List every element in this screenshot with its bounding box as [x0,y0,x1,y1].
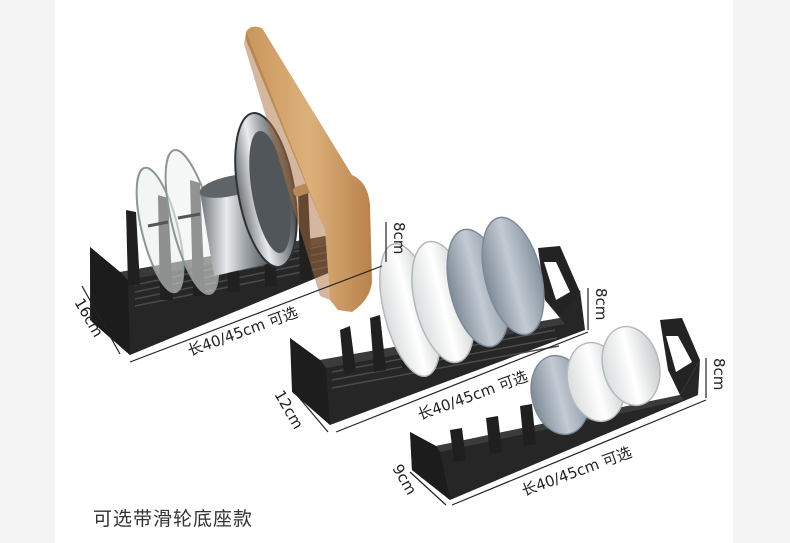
glass-lids [135,149,220,295]
dimension-lines [81,222,707,506]
plates [379,216,545,378]
rack-small-height-label: 8cm [710,358,728,390]
bowls [530,325,661,436]
cutting-board [244,26,372,313]
product-caption: 可选带滑轮底座款 [93,508,254,530]
rack-medium-height-label: 8cm [592,288,610,320]
rack-large-height-label: 8cm [390,222,408,254]
